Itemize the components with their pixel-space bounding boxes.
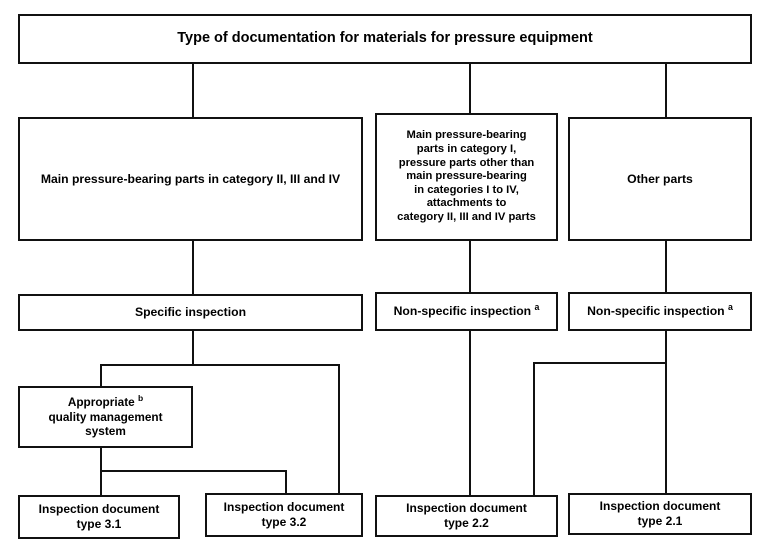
node-other-parts[interactable]: Other parts (568, 117, 752, 241)
node-main-pressure-bearing-parts-category-i[interactable]: Main pressure-bearing parts in category … (375, 113, 558, 241)
node-inspection-document-type-3-1[interactable]: Inspection document type 3.1 (18, 495, 180, 539)
connector-qms-down (100, 448, 102, 472)
node-specific-inspection[interactable]: Specific inspection (18, 294, 363, 331)
node-inspection-document-type-2-2[interactable]: Inspection document type 2.2 (375, 495, 558, 537)
node-non-specific-right-text: Non-specific inspection (587, 304, 725, 319)
node-non-specific-inspection-middle-label: Non-specific inspection a (377, 302, 556, 319)
node-inspection-document-2-2-label: Inspection document type 2.2 (406, 501, 527, 530)
node-title-type-of-documentation[interactable]: Type of documentation for materials for … (18, 14, 752, 64)
connector-elbow-down-to-document-2-2 (533, 362, 535, 495)
connector-bus-specific-inspection (100, 364, 340, 366)
connector-bus-to-inspection-document-3-2 (338, 364, 340, 495)
connector-non-specific-middle-to-document-2-2 (469, 331, 471, 495)
footnote-marker-a-right: a (727, 302, 733, 312)
node-other-parts-label: Other parts (627, 171, 693, 186)
node-specific-inspection-label: Specific inspection (134, 305, 247, 320)
connector-cat-i-to-non-specific-inspection-middle (469, 241, 471, 294)
connector-title-to-other-parts (665, 63, 667, 117)
connector-bus-qms-documents (100, 470, 287, 472)
node-non-specific-inspection-right-label: Non-specific inspection a (570, 302, 750, 319)
node-inspection-document-2-1-label: Inspection document type 2.1 (599, 499, 721, 528)
qms-line-3: system (85, 424, 126, 439)
node-main-parts-cat-i-label: Main pressure-bearing parts in category … (397, 129, 536, 224)
connector-bus-to-inspection-document-3-2-left (285, 470, 287, 495)
footnote-marker-a-middle: a (534, 302, 540, 312)
node-main-parts-label: Main pressure-bearing parts in category … (40, 171, 341, 186)
node-inspection-document-type-3-2[interactable]: Inspection document type 3.2 (205, 493, 363, 537)
connector-elbow-right-to-document-2-2 (533, 362, 667, 364)
node-title-label: Type of documentation for materials for … (177, 30, 593, 47)
qms-line-1: Appropriate (67, 395, 135, 410)
connector-non-specific-right-to-document-2-1 (665, 331, 667, 495)
node-inspection-document-3-2-label: Inspection document type 3.2 (223, 500, 345, 529)
connector-main-parts-to-specific-inspection (192, 241, 194, 294)
node-inspection-document-3-1-label: Inspection document type 3.1 (38, 502, 160, 531)
connector-other-parts-to-non-specific-inspection-right (665, 241, 667, 294)
footnote-marker-b: b (137, 393, 144, 404)
node-inspection-document-type-2-1[interactable]: Inspection document type 2.1 (568, 493, 752, 535)
qms-line-2: quality management (48, 409, 163, 424)
node-non-specific-inspection-middle[interactable]: Non-specific inspection a (375, 292, 558, 331)
connector-title-to-main-parts-cat-i (469, 63, 471, 113)
connector-bus-to-quality-management-system (100, 364, 102, 386)
connector-title-to-main-parts (192, 63, 194, 117)
connector-bus-to-inspection-document-3-1 (100, 470, 102, 495)
connector-specific-inspection-down (192, 331, 194, 366)
node-main-pressure-bearing-parts-ii-iii-iv[interactable]: Main pressure-bearing parts in category … (18, 117, 363, 241)
node-non-specific-middle-text: Non-specific inspection (393, 304, 532, 319)
node-non-specific-inspection-right[interactable]: Non-specific inspection a (568, 292, 752, 331)
